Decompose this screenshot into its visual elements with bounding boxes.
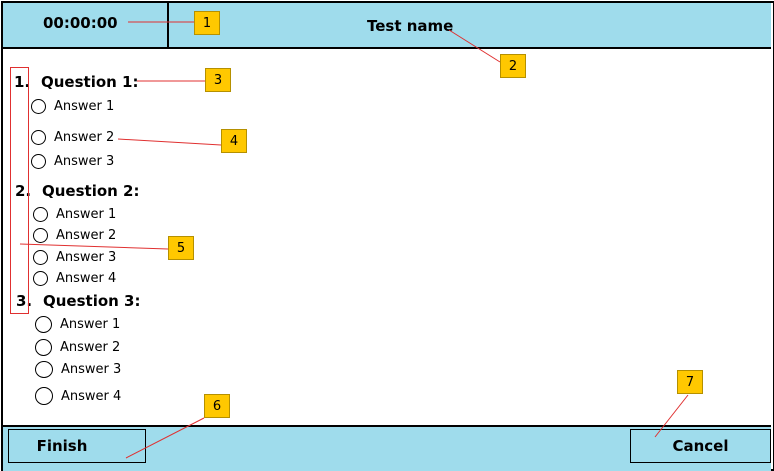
radio-button[interactable] [31, 130, 46, 145]
radio-button[interactable] [33, 228, 48, 243]
question-title: Question 1: [41, 73, 139, 91]
answer-label: Answer 2 [56, 228, 117, 243]
callout-2: 2 [500, 54, 526, 78]
answer-label: Answer 2 [54, 130, 115, 145]
answer-option[interactable]: Answer 3 [35, 361, 121, 378]
callout-3: 3 [205, 68, 231, 92]
timer: 00:00:00 [43, 14, 118, 32]
answer-label: Answer 3 [56, 250, 117, 265]
radio-button[interactable] [33, 207, 48, 222]
answer-option[interactable]: Answer 4 [35, 387, 121, 405]
answer-label: Answer 3 [54, 154, 115, 169]
question-title: Question 2: [42, 182, 140, 200]
test-name: Test name [367, 17, 454, 35]
answer-option[interactable]: Answer 1 [31, 99, 114, 114]
question-numbers-bracket [10, 67, 29, 314]
question-title: Question 3: [43, 292, 141, 310]
answer-option[interactable]: Answer 3 [31, 154, 114, 169]
answer-option[interactable]: Answer 4 [33, 271, 116, 286]
question-number: 1. [14, 73, 31, 91]
header-bar: 00:00:00 Test name [3, 3, 771, 49]
radio-button[interactable] [33, 250, 48, 265]
answer-option[interactable]: Answer 1 [33, 207, 116, 222]
footer-bar: Finish Cancel [3, 425, 771, 471]
radio-button[interactable] [33, 271, 48, 286]
question-number: 2. [15, 182, 32, 200]
callout-4: 4 [221, 129, 247, 153]
callout-1: 1 [194, 11, 220, 35]
timer-cell: 00:00:00 [3, 3, 169, 47]
answer-label: Answer 4 [56, 271, 117, 286]
radio-button[interactable] [31, 99, 46, 114]
callout-5: 5 [168, 236, 194, 260]
radio-button[interactable] [35, 387, 53, 405]
radio-button[interactable] [35, 339, 52, 356]
callout-7: 7 [677, 370, 703, 394]
finish-button[interactable]: Finish [8, 429, 146, 463]
radio-button[interactable] [35, 361, 53, 378]
answer-label: Answer 1 [54, 99, 115, 114]
answer-label: Answer 1 [56, 207, 117, 222]
answer-option[interactable]: Answer 2 [31, 130, 114, 145]
answer-label: Answer 3 [61, 362, 122, 377]
callout-6: 6 [204, 394, 230, 418]
answer-label: Answer 4 [61, 388, 122, 404]
answer-label: Answer 1 [60, 317, 121, 332]
cancel-button[interactable]: Cancel [630, 429, 771, 463]
radio-button[interactable] [35, 316, 52, 333]
answer-option[interactable]: Answer 2 [35, 339, 120, 356]
radio-button[interactable] [31, 154, 46, 169]
answer-option[interactable]: Answer 3 [33, 250, 116, 265]
answer-option[interactable]: Answer 1 [35, 316, 120, 333]
answer-option[interactable]: Answer 2 [33, 228, 116, 243]
answer-label: Answer 2 [60, 340, 121, 355]
